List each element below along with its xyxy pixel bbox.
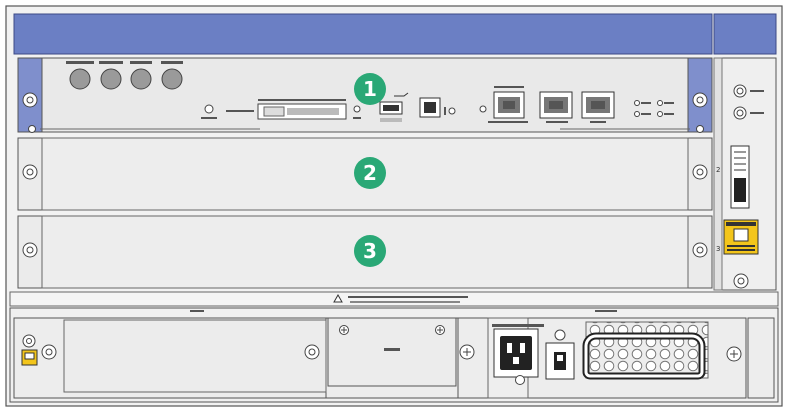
screw-icon <box>435 325 445 335</box>
right-filler <box>747 317 775 399</box>
screw-icon <box>692 92 708 108</box>
right-side-module: 2 3 <box>713 57 777 291</box>
callout-number: 3 <box>363 239 377 263</box>
screw-icon <box>41 344 57 360</box>
screw-icon <box>726 346 742 362</box>
callout-circle <box>354 157 386 189</box>
callout-circle <box>354 73 386 105</box>
screw-icon <box>692 242 708 258</box>
callout-2: 2 <box>354 157 386 189</box>
led-icon <box>448 107 456 115</box>
connector-icon <box>161 68 183 90</box>
led-icon <box>353 105 361 113</box>
screw-icon <box>22 242 38 258</box>
divider-warning-strip <box>9 291 779 307</box>
screw-icon <box>22 92 38 108</box>
callout-number: 1 <box>363 77 377 101</box>
run-led-icon <box>733 84 747 98</box>
slot-1-main-board <box>17 57 713 133</box>
status-leds <box>634 100 674 117</box>
screw-icon <box>22 334 36 348</box>
screw-icon <box>692 164 708 180</box>
screw-icon <box>22 164 38 180</box>
top-blue-band <box>13 13 713 55</box>
fan-vent-grille <box>585 321 709 379</box>
fuse-icon <box>554 329 566 341</box>
screw-icon <box>304 344 320 360</box>
connector-icon <box>100 68 122 90</box>
reset-button-icon <box>204 104 214 114</box>
led-icon <box>479 105 487 113</box>
slot-3-label: 3 <box>716 245 720 253</box>
screw-icon <box>459 344 475 360</box>
pwr1-power-supply <box>457 317 747 399</box>
clock-connectors <box>66 61 183 90</box>
slot-2-label: 2 <box>716 166 720 174</box>
callout-circle <box>354 235 386 267</box>
screw-icon <box>733 273 749 289</box>
top-blue-band-right <box>713 13 777 55</box>
warning-triangle-icon <box>333 293 343 303</box>
alarm-led-icon <box>733 106 747 120</box>
connector-icon <box>130 68 152 90</box>
callout-1: 1 <box>354 73 386 105</box>
pwr2-blank-module <box>13 317 327 399</box>
callout-3: 3 <box>354 235 386 267</box>
callout-number: 2 <box>363 161 377 185</box>
screw-icon <box>339 325 349 335</box>
connector-icon <box>69 68 91 90</box>
middle-blank-cover <box>327 317 457 387</box>
screw-icon <box>515 375 525 385</box>
